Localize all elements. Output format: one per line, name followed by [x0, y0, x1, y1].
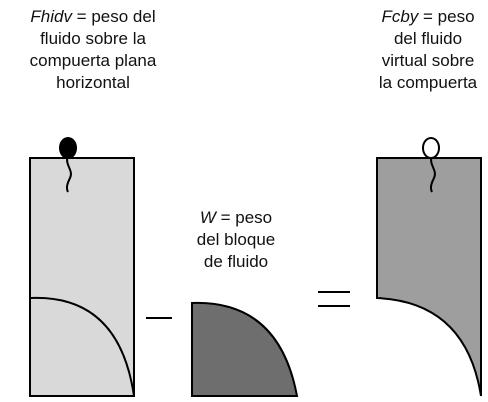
right-caption-line1: = peso: [418, 7, 475, 26]
right-caption-line2: del fluido: [393, 29, 463, 48]
left-caption: Fhidv = peso del fluido sobre la compuer…: [0, 6, 186, 94]
left-caption-line1: = peso del: [71, 7, 156, 26]
right-virtual-fluid: [376, 157, 482, 397]
left-pin-icon: [59, 137, 77, 193]
middle-fluid-block: [191, 301, 299, 397]
left-caption-line4: horizontal: [56, 73, 130, 92]
left-fluid-block: [29, 157, 135, 397]
right-pin-icon: [422, 137, 440, 193]
w-symbol: W: [199, 208, 216, 227]
equals-operator: [318, 291, 350, 307]
fcby-symbol: Fcby: [381, 7, 419, 26]
middle-caption: W = peso del bloque de fluido: [180, 207, 292, 273]
left-caption-line2: fluido sobre la: [40, 29, 146, 48]
right-caption-line4: la compuerta: [378, 73, 478, 92]
right-caption-line3: virtual sobre: [381, 51, 475, 70]
middle-caption-line3: de fluido: [203, 252, 269, 271]
left-caption-line3: compuerta plana: [29, 51, 157, 70]
middle-caption-line2: del bloque: [196, 230, 276, 249]
fhidv-symbol: Fhidv: [30, 7, 72, 26]
middle-caption-line1: = peso: [215, 208, 273, 227]
right-caption: Fcby = peso del fluido virtual sobre la …: [360, 6, 488, 94]
